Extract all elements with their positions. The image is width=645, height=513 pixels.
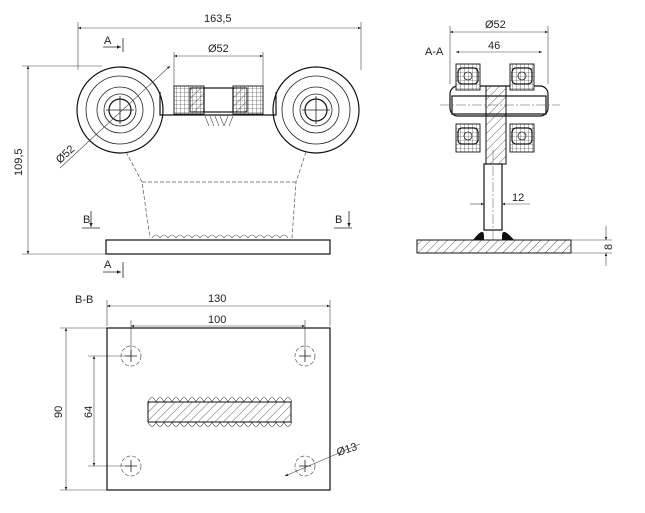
plan-hole-dia-dim: Ø13 — [335, 441, 358, 459]
plan-view-b-b: B-B 130 100 90 64 — [53, 293, 361, 491]
plan-view-title: B-B — [75, 294, 93, 306]
front-height-dim: 109,5 — [13, 148, 25, 176]
plan-height-dim: 90 — [53, 406, 65, 418]
plan-hole-spacing-y-dim: 64 — [83, 406, 95, 418]
front-view: 163,5 109,5 A A B B Ø52 — [13, 13, 362, 278]
plan-hole-spacing-x-dim: 100 — [208, 314, 226, 326]
section-a-bottom-label: A — [104, 259, 112, 271]
mounting-hole — [294, 345, 316, 367]
section-a-top-label: A — [104, 35, 112, 47]
front-bearing-dia-dim: Ø52 — [208, 43, 229, 55]
front-width-dim: 163,5 — [204, 13, 232, 25]
side-outer-dim: Ø52 — [485, 19, 506, 31]
mounting-hole — [294, 455, 316, 477]
side-view-a-a: A-A Ø52 46 12 — [416, 19, 615, 266]
section-b-right-label: B — [335, 214, 342, 226]
side-plate-thickness-dim: 8 — [603, 244, 615, 250]
section-b-left-label: B — [83, 214, 90, 226]
front-wheel-dia-dim: Ø52 — [54, 143, 77, 166]
side-view-title: A-A — [425, 46, 444, 58]
side-inner-dim: 46 — [488, 40, 500, 52]
mounting-hole — [120, 345, 142, 367]
plan-width-dim: 130 — [208, 293, 226, 305]
mounting-hole — [120, 455, 142, 477]
side-stem-dim: 12 — [512, 192, 524, 204]
